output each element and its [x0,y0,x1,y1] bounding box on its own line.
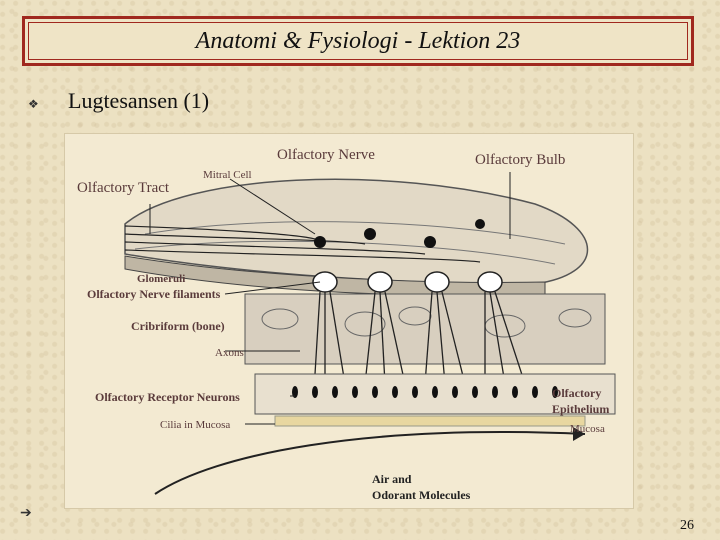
cribriform-label: Cribriform (bone) [131,319,225,333]
mitral-cell-label: Mitral Cell [203,169,252,181]
slide-title: Anatomi & Fysiologi - Lektion 23 [196,28,521,55]
olfactory-nerve-label: Olfactory Nerve [277,147,375,163]
cilia-in-mucosa-label: Cilia in Mucosa [160,419,230,431]
olfactory-epithelium-label-2: Epithelium [552,402,609,416]
mucosa-label: Mucosa [570,423,605,435]
bullet-text: Lugtesansen (1) [68,88,209,114]
cribriform-band [245,294,605,364]
olfactory-epithelium-label-1: Olfactory [552,386,601,400]
airflow-arrow [155,432,585,494]
olfactory-diagram: Olfactory Nerve Olfactory Bulb Olfactory… [64,133,634,509]
receptor-neurons-label: Olfactory Receptor Neurons [95,390,240,404]
olfactory-bulb-label: Olfactory Bulb [475,152,565,168]
page-number: 26 [680,518,694,534]
glomeruli-label: Glomeruli [137,273,185,285]
air-label-2: Odorant Molecules [372,488,471,502]
olfactory-nerve-filaments-label: Olfactory Nerve filaments [87,287,221,301]
title-frame: Anatomi & Fysiologi - Lektion 23 [22,16,694,66]
air-label-1: Air and [372,472,412,486]
diamond-bullet-icon: ❖ [28,97,39,112]
arrow-bullet-icon: ➔ [20,505,32,522]
olfactory-tract-label: Olfactory Tract [77,180,170,196]
mucosa-layer [275,416,585,426]
axons-label: Axons [215,347,244,359]
olfactory-diagram-svg: Olfactory Nerve Olfactory Bulb Olfactory… [65,134,633,508]
